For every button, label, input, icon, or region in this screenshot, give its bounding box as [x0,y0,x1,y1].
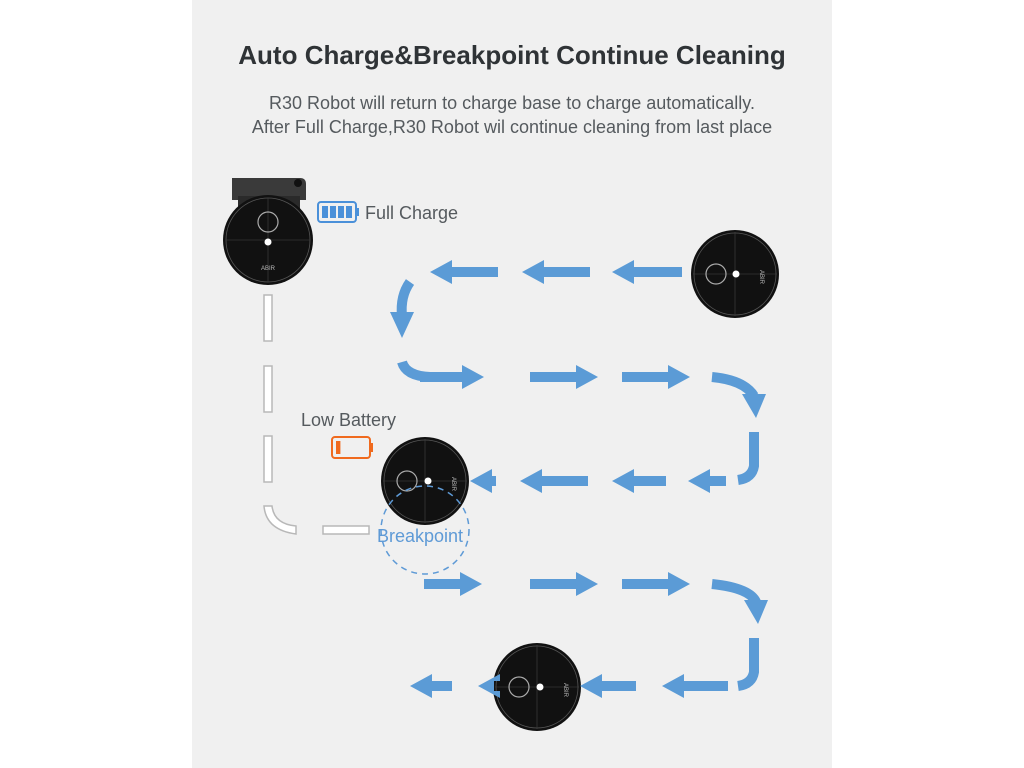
robot-resumed [493,643,581,731]
low-battery-icon [331,436,373,459]
battery-cell [330,206,336,218]
direction-arrow [424,572,482,596]
turn-arrow-head [744,600,768,624]
robot-brand: ABIR [450,477,456,492]
direction-arrow [530,365,598,389]
turn-arrow-head [390,312,414,338]
battery-cell [322,206,328,218]
robot-brand: ABIR [758,270,764,285]
turn-arrow-head [742,394,766,418]
battery-cell [346,206,352,218]
subtitle-line-2: After Full Charge,R30 Robot wil continue… [251,117,773,137]
full-battery-icon [317,201,359,223]
full-charge-label: Full Charge [365,203,459,223]
return-path-segment [322,525,370,535]
turn-arrow [711,372,759,399]
cleaning-direction-arrows [390,260,768,698]
breakpoint-label: Breakpoint [377,526,464,546]
page-title: Auto Charge&Breakpoint Continue Cleaning [238,40,786,70]
robot-brand: ABIR [261,266,276,272]
battery-cell [338,206,344,218]
turn-arrow [396,279,415,317]
direction-arrow [522,260,590,284]
turn-arrow [737,432,759,485]
direction-arrow [530,572,598,596]
direction-arrow [612,260,682,284]
direction-arrow [580,674,636,698]
low-battery-label: Low Battery [301,410,397,430]
robot-low-battery [381,437,469,525]
direction-arrow [520,469,588,493]
direction-arrow [430,260,498,284]
robot-brand: ABIR [562,683,568,698]
direction-arrow [612,469,666,493]
breakpoint-marker [380,485,470,575]
direction-arrow [478,674,500,698]
subtitle-line-1: R30 Robot will return to charge base to … [269,93,755,113]
return-path [263,294,370,535]
direction-arrow [470,469,496,493]
direction-arrow [622,365,690,389]
direction-arrow [622,572,690,596]
direction-arrow [662,674,728,698]
return-path-segment [263,294,273,342]
turn-arrow [737,638,759,691]
return-path-segment [263,435,273,483]
return-path-segment [263,365,273,413]
return-path-corner [263,505,297,535]
robot-start [691,230,779,318]
turn-arrow [711,579,761,605]
direction-arrow [688,469,726,493]
battery-cell [336,441,341,454]
robot-at-dock [223,195,313,285]
direction-arrow [410,674,452,698]
direction-arrow [420,365,484,389]
